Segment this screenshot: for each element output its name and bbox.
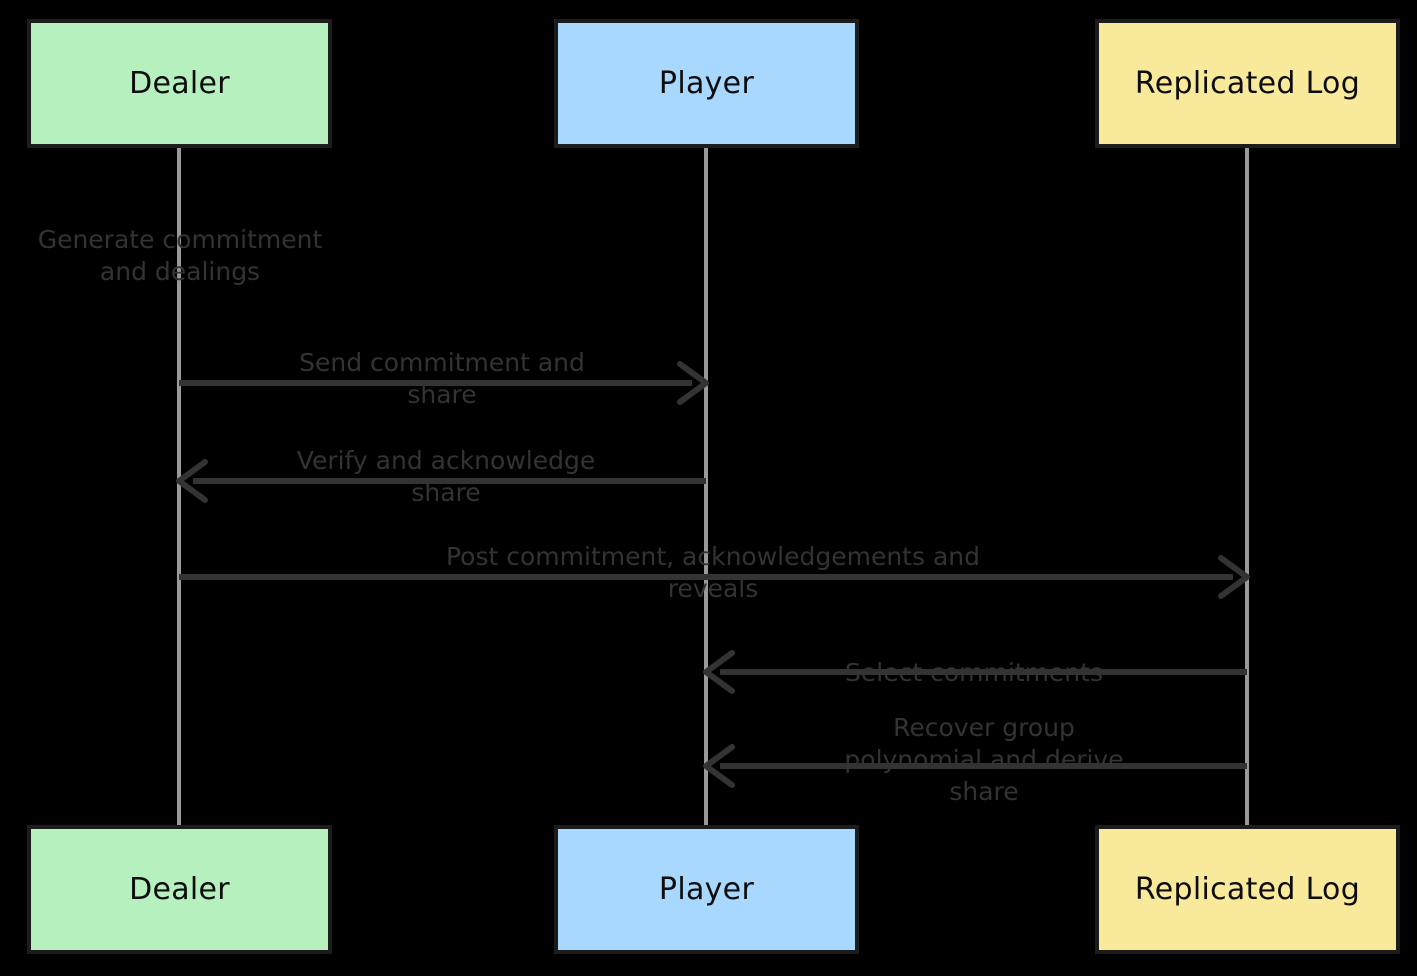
participant-label-replicated-log-top: Replicated Log — [1134, 66, 1361, 101]
participant-box-player-top[interactable]: Player — [554, 19, 859, 148]
arrow-head-msg-send-commitment — [677, 361, 709, 405]
note-generate-commitment: Generate commitment and dealings — [37, 225, 323, 286]
participant-label-dealer-top: Dealer — [129, 66, 230, 101]
arrow-head-msg-verify-ack — [176, 459, 208, 503]
participant-box-replicated-log-bottom[interactable]: Replicated Log — [1095, 825, 1400, 954]
arrow-head-msg-select-commitments — [703, 650, 735, 694]
participant-box-player-bottom[interactable]: Player — [554, 825, 859, 954]
arrow-head-msg-post-commitment — [1218, 555, 1250, 599]
participant-box-replicated-log-top[interactable]: Replicated Log — [1095, 19, 1400, 148]
participant-label-player-bottom: Player — [658, 872, 755, 907]
arrow-head-msg-recover-group — [703, 744, 735, 788]
participant-label-replicated-log-bottom: Replicated Log — [1134, 872, 1361, 907]
participant-label-player-top: Player — [658, 66, 755, 101]
participant-label-dealer-bottom: Dealer — [129, 872, 230, 907]
participant-box-dealer-top[interactable]: Dealer — [27, 19, 332, 148]
participant-box-dealer-bottom[interactable]: Dealer — [27, 825, 332, 954]
